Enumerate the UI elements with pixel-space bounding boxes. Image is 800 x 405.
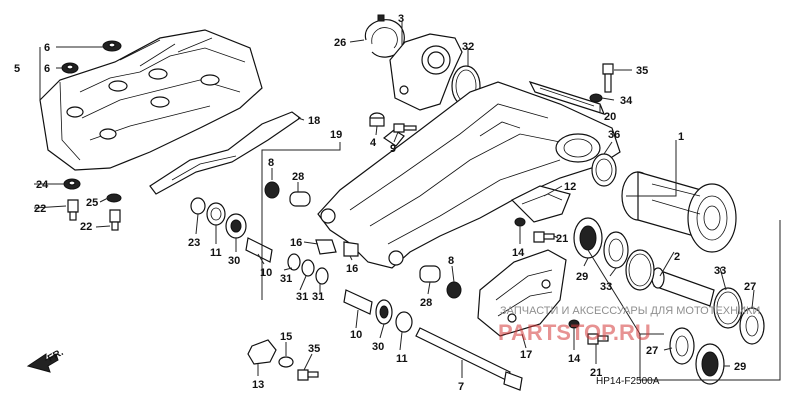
bolt-35-part <box>602 63 614 93</box>
callout-labels: 5 6 6 24 25 22 22 26 3 32 35 34 20 18 19… <box>14 13 756 393</box>
seal-27-part <box>669 307 765 365</box>
seal-36-part <box>591 153 617 187</box>
callout-31-b: 31 <box>296 291 308 303</box>
callout-1: 1 <box>678 131 684 143</box>
callout-29-right: 29 <box>734 361 746 373</box>
callout-6-bottom: 6 <box>44 63 50 75</box>
eccentric-hub-part <box>621 171 737 253</box>
leader-lines <box>33 22 781 381</box>
circlip-26-part <box>364 14 405 58</box>
callout-26: 26 <box>334 37 346 49</box>
callout-5: 5 <box>14 63 20 75</box>
callout-14-upper: 14 <box>512 247 525 259</box>
callout-11-lower: 11 <box>396 353 408 365</box>
callout-22-right: 22 <box>80 221 92 233</box>
callout-14-lower: 14 <box>568 353 581 365</box>
callout-33-left: 33 <box>600 281 612 293</box>
callout-9: 9 <box>390 143 396 155</box>
callout-8-left: 8 <box>268 157 274 169</box>
front-indicator-label: FR. <box>46 347 66 365</box>
callout-32: 32 <box>462 41 474 53</box>
callout-16-right: 16 <box>346 263 358 275</box>
callout-6-top: 6 <box>44 42 50 54</box>
callout-20: 20 <box>604 111 616 123</box>
callout-35-bottom: 35 <box>308 343 320 355</box>
callout-30-lower: 30 <box>372 341 384 353</box>
callout-10-lower: 10 <box>350 329 362 341</box>
washer-6-part <box>61 40 122 74</box>
callout-25: 25 <box>86 197 98 209</box>
chain-slider-part <box>149 111 302 195</box>
callout-10-left: 10 <box>260 267 272 279</box>
spacer-2-part <box>651 267 715 307</box>
bolt-14-21-part <box>514 217 609 345</box>
callout-19: 19 <box>330 129 342 141</box>
plate-12-part <box>510 185 571 223</box>
caliper-bracket-part <box>389 33 463 111</box>
chain-guard-part <box>477 249 567 337</box>
callout-13: 13 <box>252 379 264 391</box>
collar-24-part <box>63 178 81 190</box>
protector-20-part <box>528 81 606 115</box>
callout-21-upper: 21 <box>556 233 568 245</box>
pivot-shaft-part <box>415 327 523 391</box>
front-arrow-icon <box>26 353 59 373</box>
callout-15: 15 <box>280 331 292 343</box>
bolt-22-part <box>67 199 121 231</box>
swingarm-part <box>317 81 621 269</box>
callout-27-left: 27 <box>646 345 658 357</box>
callout-31-a: 31 <box>280 273 292 285</box>
collar-25-part <box>106 193 122 203</box>
callout-16-left: 16 <box>290 237 302 249</box>
bushing-stack-left-part <box>190 181 359 285</box>
callout-35-top: 35 <box>636 65 648 77</box>
callout-28-mid: 28 <box>420 297 432 309</box>
callout-28-left: 28 <box>292 171 304 183</box>
callout-24: 24 <box>36 179 49 191</box>
bearing-holder-part <box>603 231 629 269</box>
callout-12: 12 <box>564 181 576 193</box>
callout-30-left: 30 <box>228 255 240 267</box>
callout-36: 36 <box>608 129 620 141</box>
callout-2: 2 <box>674 251 680 263</box>
callout-34: 34 <box>620 95 633 107</box>
callout-33-right: 33 <box>714 265 726 277</box>
part-code: HP14-F2500A <box>596 376 660 387</box>
callout-3: 3 <box>398 13 404 25</box>
callout-21-lower: 21 <box>590 367 602 379</box>
callout-11-left: 11 <box>210 247 222 259</box>
callout-18: 18 <box>308 115 320 127</box>
washer-15-part <box>278 356 294 368</box>
bolt-9-part <box>393 123 417 133</box>
callout-29-left: 29 <box>576 271 588 283</box>
collar-4-part <box>369 112 385 127</box>
nut-13-part <box>247 339 277 365</box>
bolt-35b-part <box>297 369 319 381</box>
callout-4: 4 <box>370 137 377 149</box>
callout-8-mid: 8 <box>448 255 454 267</box>
callout-7: 7 <box>458 381 464 393</box>
bearing-29-part <box>573 217 725 385</box>
callout-23: 23 <box>188 237 200 249</box>
callout-17: 17 <box>520 349 532 361</box>
watermark-logo: PARTSTOP.RU <box>498 320 651 345</box>
callout-27-right: 27 <box>744 281 756 293</box>
callout-22-left: 22 <box>34 203 46 215</box>
skid-plate-part <box>39 29 263 171</box>
callout-31-c: 31 <box>312 291 324 303</box>
o-ring-33-part <box>625 249 743 329</box>
bushing-stack-lower-part <box>343 265 462 333</box>
watermark-text: ЗАПЧАСТИ И АКСЕССУАРЫ ДЛЯ МОТОТЕХНИКИ <box>500 305 760 317</box>
